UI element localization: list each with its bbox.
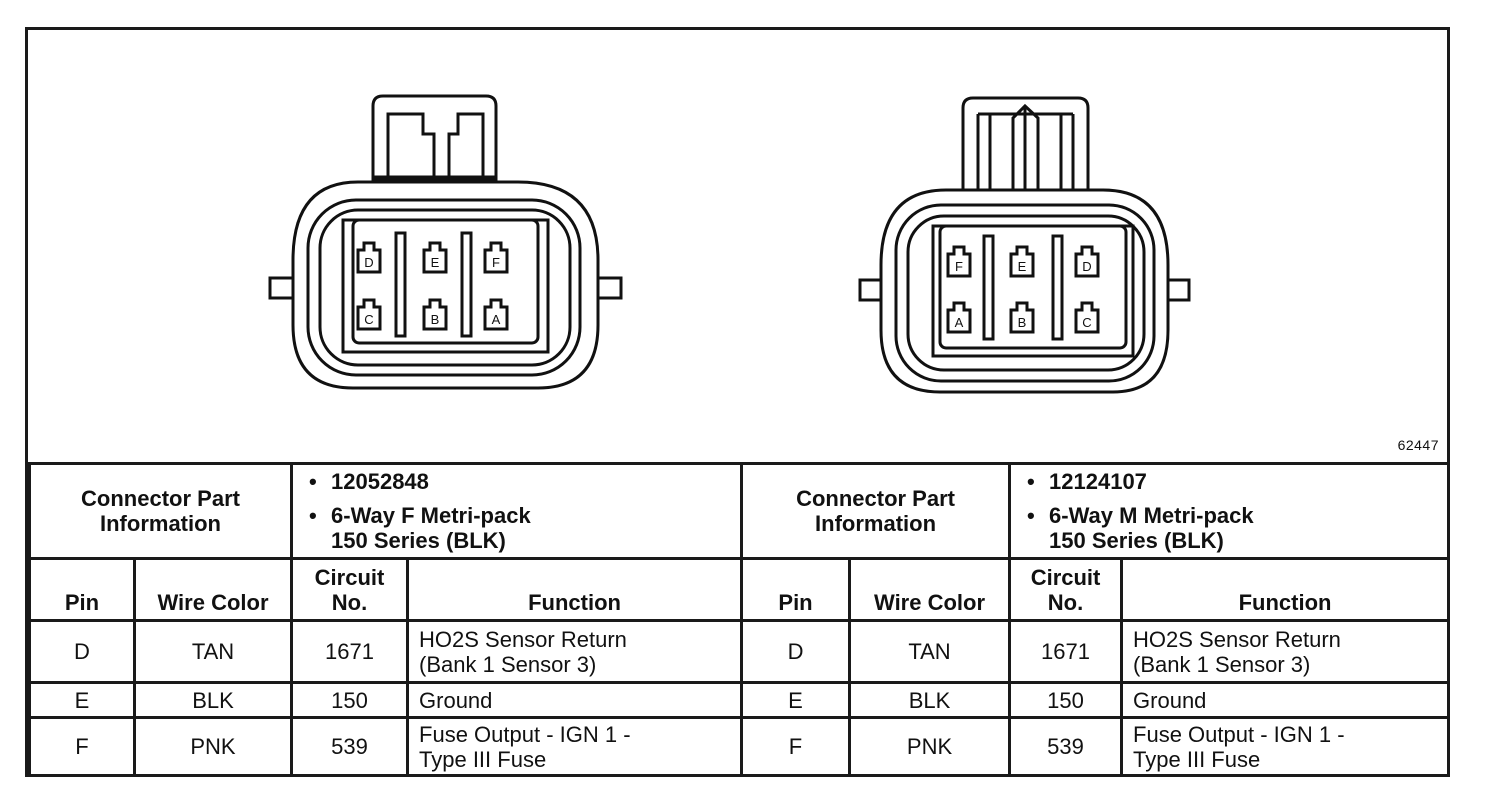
circuit-header-line1: Circuit bbox=[1030, 565, 1101, 590]
figure-number: 62447 bbox=[1397, 437, 1439, 453]
function-column-header: Function bbox=[406, 557, 744, 622]
connector-illustration-area: D E F C B A F E D A B C 62447 bbox=[28, 30, 1447, 462]
function-line2: (Bank 1 Sensor 3) bbox=[419, 651, 597, 677]
wire-color-cell: TAN bbox=[132, 619, 294, 684]
connector-info-row: Connector Part Information 12052848 6-Wa… bbox=[27, 462, 1451, 560]
function-cell: Fuse Output - IGN 1 -Type III Fuse bbox=[406, 716, 744, 777]
connector-pinout-table: Connector Part Information 12052848 6-Wa… bbox=[27, 462, 1451, 777]
left-connector-part-info: 12052848 6-Way F Metri-pack 150 Series (… bbox=[290, 462, 744, 560]
left-cavity-label: E bbox=[431, 255, 440, 270]
function-cell: HO2S Sensor Return(Bank 1 Sensor 3) bbox=[406, 619, 744, 684]
circuit-header-line2: No. bbox=[1047, 590, 1084, 615]
right-cavity-label: B bbox=[1018, 315, 1027, 330]
right-description-line2: 150 Series (BLK) bbox=[1049, 528, 1224, 553]
table-row: F PNK 539 Fuse Output - IGN 1 -Type III … bbox=[28, 716, 1451, 777]
right-connector-part-info: 12124107 6-Way M Metri-pack 150 Series (… bbox=[1008, 462, 1451, 560]
pin-cell: F bbox=[28, 716, 136, 777]
circuit-cell: 150 bbox=[1008, 681, 1124, 719]
left-connector-info-label: Connector Part Information bbox=[27, 462, 294, 560]
function-cell: Ground bbox=[1120, 681, 1451, 719]
function-line1: Fuse Output - IGN 1 - bbox=[1133, 721, 1345, 747]
function-line1: HO2S Sensor Return bbox=[419, 626, 627, 652]
wire-color-cell: TAN bbox=[848, 619, 1012, 684]
wire-color-cell: BLK bbox=[848, 681, 1012, 719]
wire-color-cell: PNK bbox=[132, 716, 294, 777]
left-cavity-label: D bbox=[364, 255, 373, 270]
wire-color-column-header: Wire Color bbox=[132, 557, 294, 622]
left-cavity-label: B bbox=[431, 312, 440, 327]
left-cavity-label: C bbox=[364, 312, 373, 327]
table-row: E BLK 150 Ground E BLK 150 Ground bbox=[28, 681, 1451, 719]
right-part-number: 12124107 bbox=[1027, 469, 1437, 494]
function-cell: HO2S Sensor Return(Bank 1 Sensor 3) bbox=[1120, 619, 1451, 684]
function-cell: Ground bbox=[406, 681, 744, 719]
pin-cell: D bbox=[740, 619, 852, 684]
left-description-line2: 150 Series (BLK) bbox=[331, 528, 506, 553]
diagram-frame: D E F C B A F E D A B C 62447 Connector … bbox=[25, 27, 1451, 777]
wire-color-cell: PNK bbox=[848, 716, 1012, 777]
right-connector-face bbox=[858, 96, 1191, 394]
right-cavity-label: C bbox=[1082, 315, 1091, 330]
function-line1: HO2S Sensor Return bbox=[1133, 626, 1341, 652]
right-connector-info-label: Connector Part Information bbox=[740, 462, 1012, 560]
wire-color-column-header: Wire Color bbox=[848, 557, 1012, 622]
right-cavity-label: F bbox=[955, 259, 963, 274]
circuit-cell: 1671 bbox=[1008, 619, 1124, 684]
table-row: D TAN 1671 HO2S Sensor Return(Bank 1 Sen… bbox=[28, 619, 1451, 684]
circuit-cell: 150 bbox=[290, 681, 410, 719]
circuit-cell: 539 bbox=[1008, 716, 1124, 777]
right-cavity-label: E bbox=[1018, 259, 1027, 274]
pin-cell: F bbox=[740, 716, 852, 777]
function-line1: Fuse Output - IGN 1 - bbox=[419, 721, 631, 747]
circuit-header-line2: No. bbox=[331, 590, 368, 615]
connector-drawings: D E F C B A F E D A B C bbox=[268, 94, 1191, 394]
function-cell: Fuse Output - IGN 1 -Type III Fuse bbox=[1120, 716, 1451, 777]
function-line2: (Bank 1 Sensor 3) bbox=[1133, 651, 1311, 677]
pin-cell: E bbox=[28, 681, 136, 719]
circuit-cell: 1671 bbox=[290, 619, 410, 684]
pin-cell: E bbox=[740, 681, 852, 719]
circuit-header-line1: Circuit bbox=[314, 565, 385, 590]
circuit-cell: 539 bbox=[290, 716, 410, 777]
function-line2: Type III Fuse bbox=[1133, 746, 1261, 772]
function-line2: Type III Fuse bbox=[419, 746, 547, 772]
function-column-header: Function bbox=[1120, 557, 1451, 622]
left-part-number: 12052848 bbox=[309, 469, 730, 494]
left-cavity-label: F bbox=[492, 255, 500, 270]
right-info-label-text: Connector Part Information bbox=[796, 486, 955, 536]
wire-color-cell: BLK bbox=[132, 681, 294, 719]
right-cavity-label: A bbox=[955, 315, 964, 330]
left-connector-face bbox=[268, 94, 623, 390]
right-cavity-label: D bbox=[1082, 259, 1091, 274]
pin-column-header: Pin bbox=[28, 557, 136, 622]
left-description-line1: 6-Way F Metri-pack bbox=[309, 503, 730, 528]
pin-cell: D bbox=[28, 619, 136, 684]
left-cavity-label: A bbox=[492, 312, 501, 327]
left-info-label-text: Connector Part Information bbox=[81, 486, 240, 536]
right-description-line1: 6-Way M Metri-pack bbox=[1027, 503, 1437, 528]
pin-column-header: Pin bbox=[740, 557, 852, 622]
